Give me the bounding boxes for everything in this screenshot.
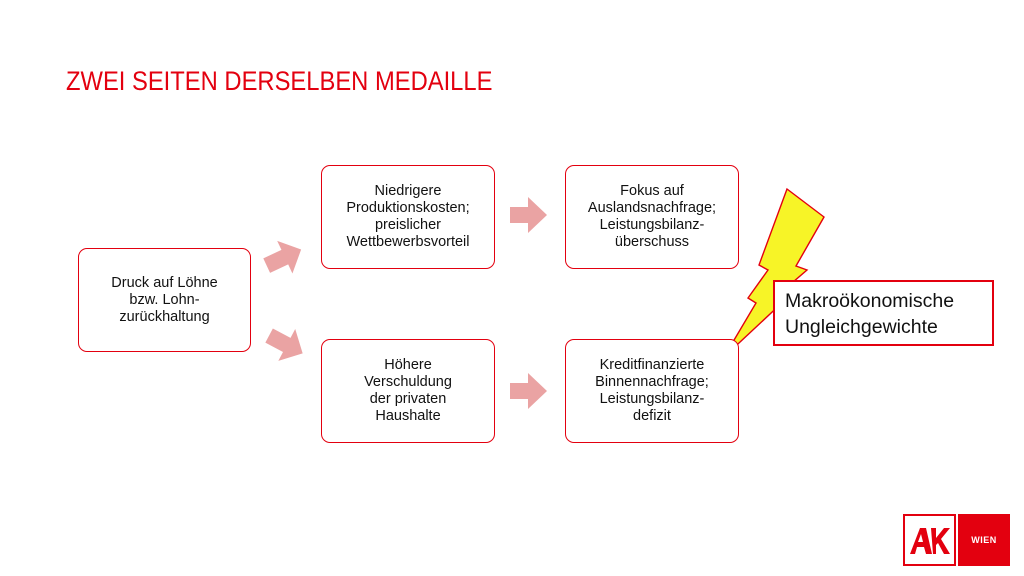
wien-logo: WIEN (958, 514, 1010, 566)
lightning-icon (723, 187, 825, 358)
box-niedrigere-produktionskosten: Niedrigere Produktionskosten; preisliche… (321, 165, 495, 269)
box-niedrigere-label: Niedrigere Produktionskosten; preisliche… (346, 183, 470, 250)
callout-ungleichgewichte: Makroökonomische Ungleichgewichte (773, 280, 994, 346)
ak-logo (903, 514, 956, 566)
box-lohndruck-label: Druck auf Löhne bzw. Lohn- zurückhaltung (111, 274, 218, 325)
box-fokus-label: Fokus auf Auslandsnachfrage; Leistungsbi… (587, 183, 717, 250)
wien-logo-label: WIEN (971, 535, 997, 545)
arrow-right-icon (510, 197, 547, 233)
box-hoehere-label: Höhere Verschuldung der privaten Haushal… (364, 357, 452, 424)
arrow-down-icon (265, 328, 303, 361)
box-fokus-auslandsnachfrage: Fokus auf Auslandsnachfrage; Leistungsbi… (565, 165, 739, 269)
box-kredit-label: Kreditfinanzierte Binnennachfrage; Leist… (595, 357, 709, 424)
box-lohndruck: Druck auf Löhne bzw. Lohn- zurückhaltung (78, 248, 251, 352)
box-kreditfinanzierte-binnennachfrage: Kreditfinanzierte Binnennachfrage; Leist… (565, 339, 739, 443)
arrow-right-icon (510, 373, 547, 409)
arrow-up-icon (263, 240, 302, 274)
box-hoehere-verschuldung: Höhere Verschuldung der privaten Haushal… (321, 339, 495, 443)
ak-logo-icon (910, 528, 950, 554)
slide-title: ZWEI SEITEN DERSELBEN MEDAILLE (66, 66, 493, 96)
callout-label: Makroökonomische Ungleichgewichte (785, 290, 955, 338)
